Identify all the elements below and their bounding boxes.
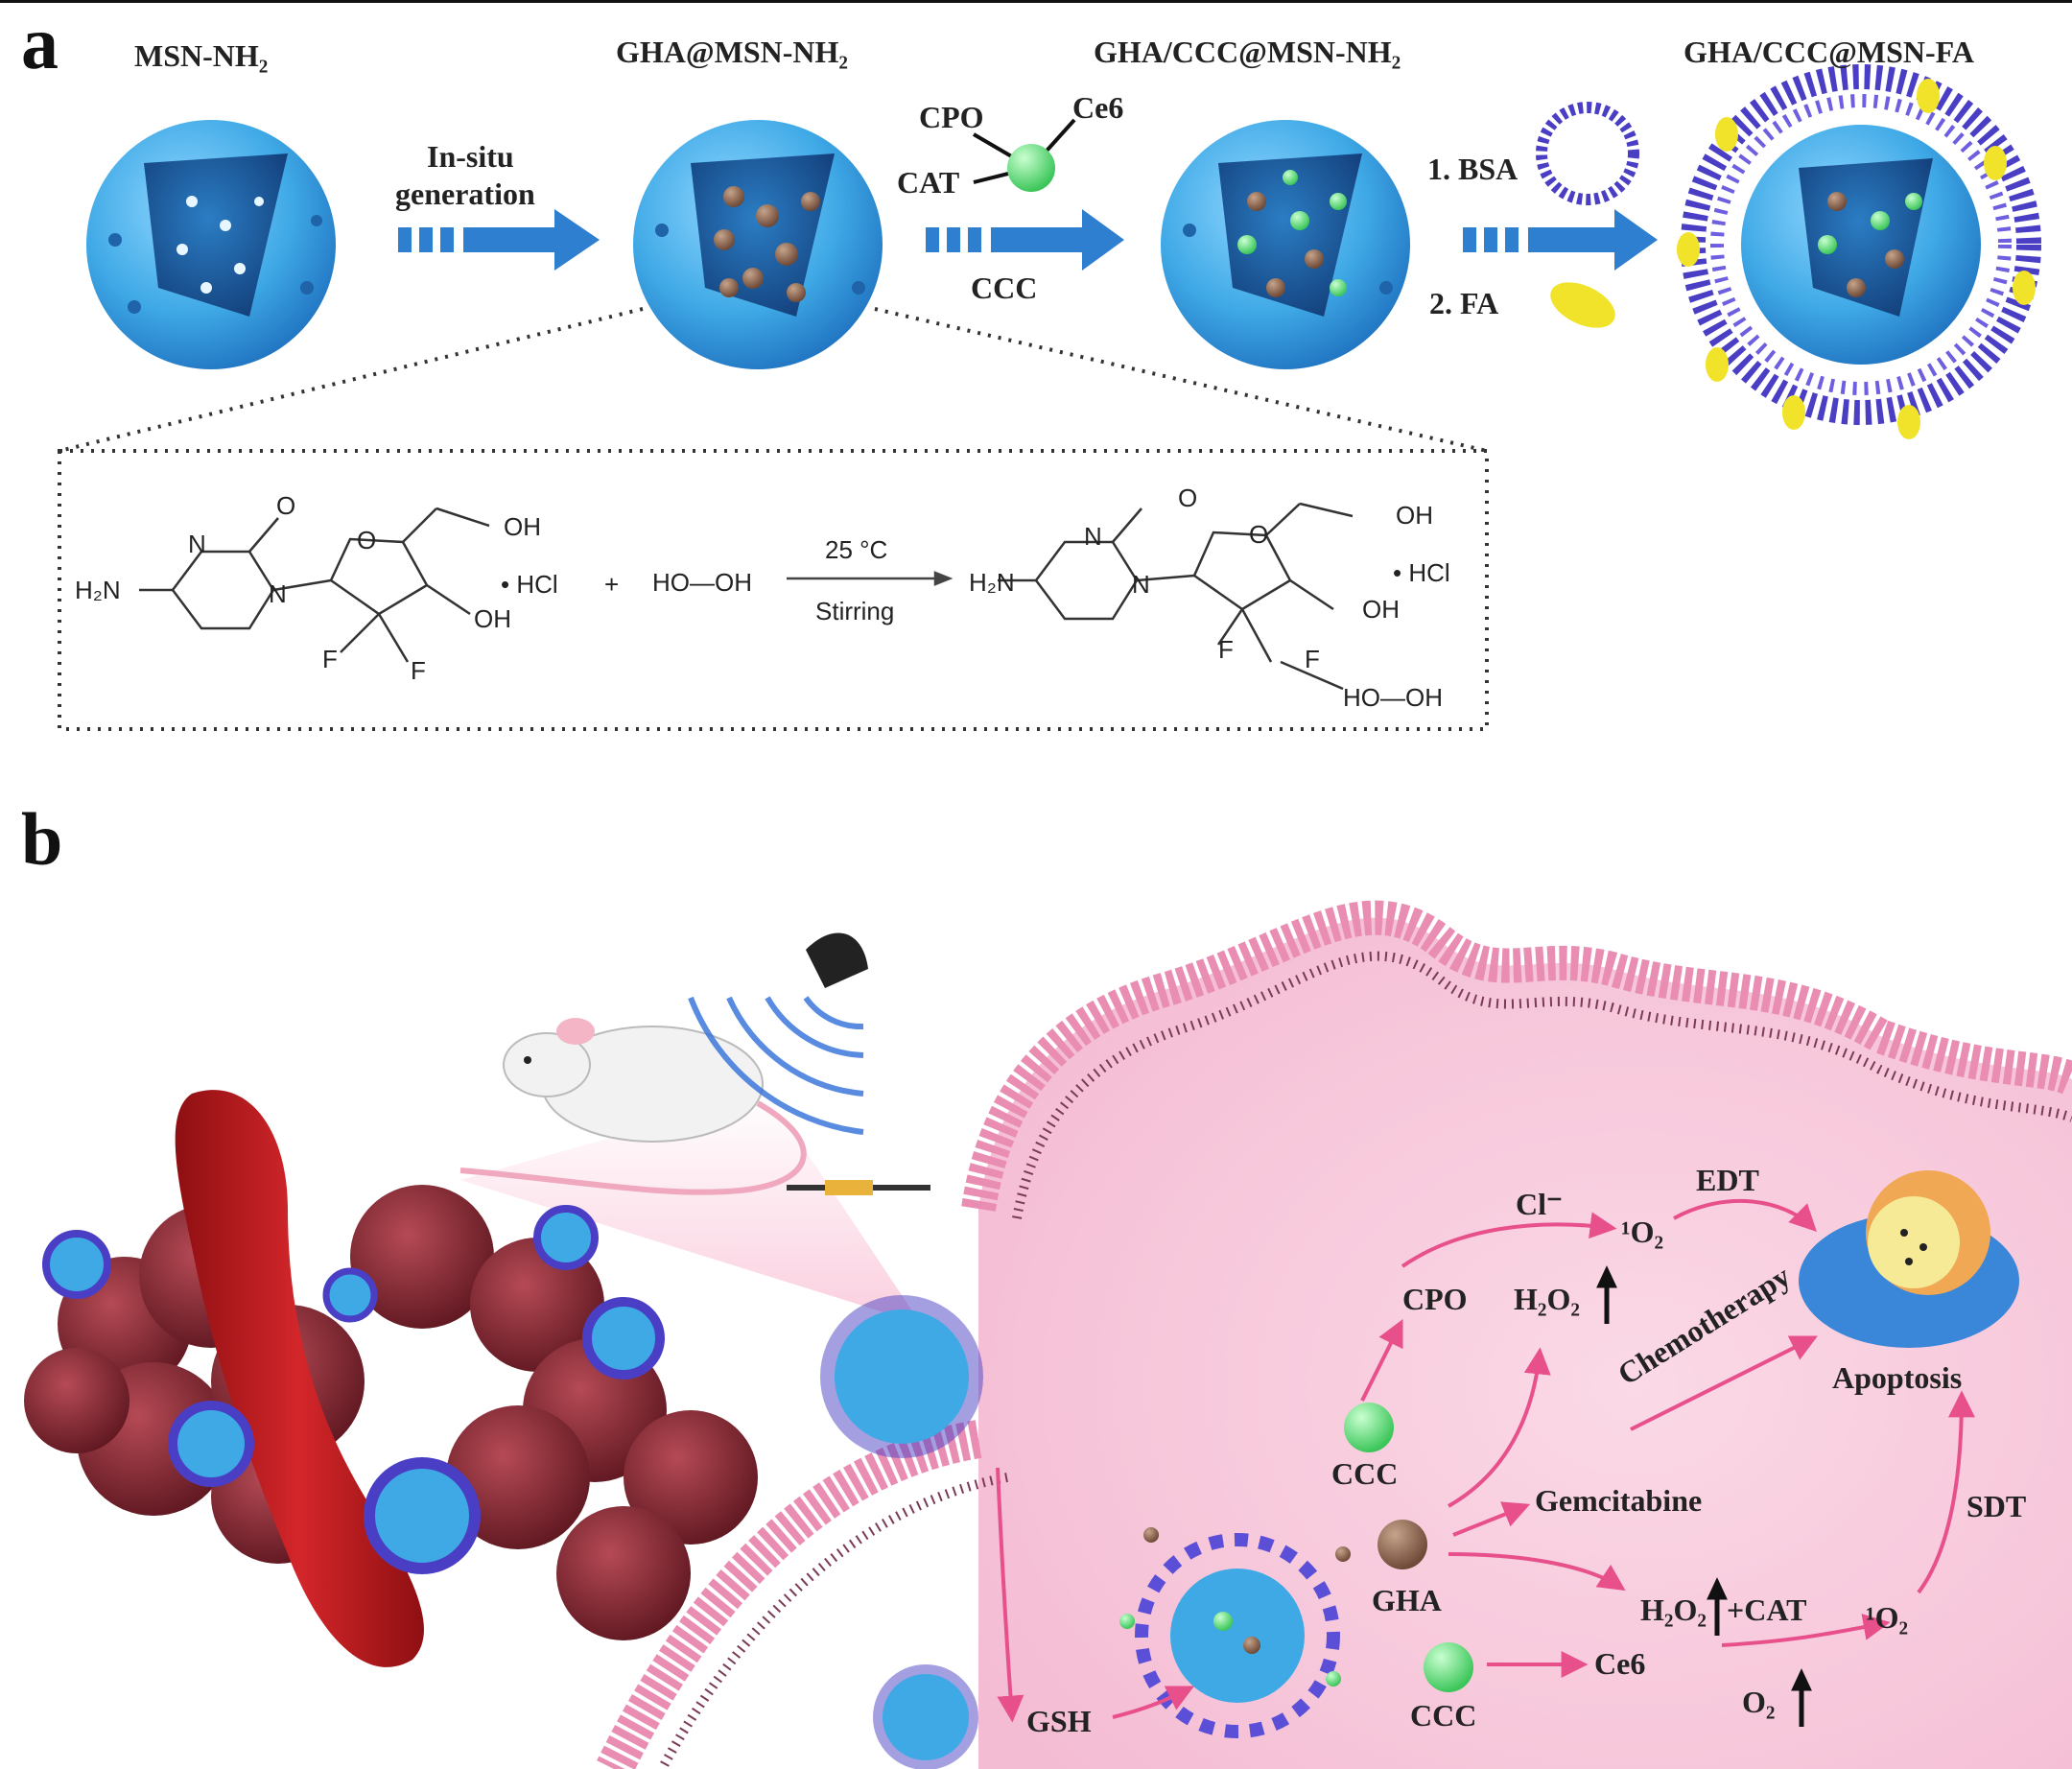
reactant-o-carbonyl: O: [276, 491, 296, 520]
nanoparticle-degrading: [1119, 1527, 1351, 1738]
mouse-illustration: [459, 1018, 807, 1195]
zoom-line-right: [874, 307, 1488, 453]
arrow-step1: [398, 209, 600, 271]
label-edt: EDT: [1696, 1163, 1759, 1197]
reactant-f1: F: [322, 645, 338, 673]
label-gha: GHA: [1372, 1583, 1442, 1617]
reactant-h2n: H₂N: [75, 576, 121, 604]
label-h2o2-top: H₂O₂: [1514, 1282, 1580, 1316]
msn-nh2-particle: [86, 120, 336, 369]
nanoparticle-endocytosed: [873, 1664, 978, 1769]
step3-label-fa: 2. FA: [1429, 286, 1499, 320]
arrow-step3: [1463, 209, 1658, 271]
gemcitabine-structure-right: [998, 502, 1354, 691]
bsa-ring-icon: [1536, 102, 1639, 205]
label-cpo: CPO: [1402, 1282, 1468, 1316]
label-h2o2-cat: H₂O₂: [1640, 1592, 1707, 1627]
step2-label-ccc: CCC: [971, 271, 1038, 305]
label-ccc-bottom: CCC: [1410, 1698, 1477, 1733]
reactant-peroxide: HO—OH: [652, 568, 752, 597]
panel-b-letter: b: [21, 797, 63, 881]
label-singlet-oxygen-bottom: ¹O₂: [1866, 1600, 1909, 1635]
product-f1: F: [1218, 635, 1234, 664]
nanoparticle-circulating-5: [168, 1401, 254, 1487]
reaction-plus: +: [604, 570, 620, 599]
gha-ccc-msn-particle: [1161, 120, 1410, 369]
product-o-carbonyl: O: [1178, 484, 1198, 512]
stage-label-gha-ccc-msn-fa: GHA/CCC@MSN-FA: [1684, 35, 1974, 69]
step2-label-ce6: Ce6: [1072, 90, 1124, 125]
label-plus-cat: +CAT: [1727, 1592, 1807, 1627]
panel-a-letter: a: [21, 1, 59, 84]
nanoparticle-circulating-1: [42, 1230, 111, 1299]
nanoparticle-entering-cell: [820, 1295, 983, 1458]
cancer-cell: [597, 900, 2072, 1769]
nanoparticle-circulating-2: [322, 1267, 378, 1323]
gha-molecule: [1377, 1520, 1427, 1569]
product-oh-secondary: OH: [1362, 595, 1400, 624]
syringe-icon: [787, 1180, 930, 1195]
label-chloride: Cl⁻: [1516, 1187, 1563, 1221]
reactant-hcl: • HCl: [501, 570, 558, 599]
reactant-n-ring: N: [269, 579, 287, 608]
label-singlet-oxygen-top: ¹O₂: [1621, 1215, 1664, 1249]
stage-label-msn-nh2: MSN-NH₂: [134, 38, 269, 73]
ccc-conjugate-icon: [972, 118, 1076, 192]
step1-label-line2: generation: [395, 177, 535, 211]
product-bound-peroxide: HO—OH: [1343, 683, 1443, 712]
reactant-oh-secondary: OH: [474, 604, 511, 633]
step2-label-cat: CAT: [897, 165, 960, 200]
product-o-ring: O: [1249, 520, 1269, 549]
product-oh-primary: OH: [1396, 501, 1433, 530]
step2-label-cpo: CPO: [919, 100, 984, 134]
increase-arrows: [1596, 1265, 1812, 1727]
apoptosis-cell-icon: [1799, 1170, 2019, 1348]
top-border-line: [0, 0, 2072, 3]
stage-label-gha-msn: GHA@MSN-NH₂: [616, 35, 849, 69]
product-n-top: N: [1084, 522, 1102, 551]
step1-label-line1: In-situ: [427, 139, 514, 174]
reactant-o-ring: O: [357, 526, 377, 554]
pathway-arrows: [996, 1198, 1975, 1723]
label-gsh: GSH: [1026, 1704, 1092, 1738]
product-f2: F: [1305, 645, 1320, 673]
condition-stirring: Stirring: [815, 597, 895, 625]
gha-ccc-msn-fa-particle: [1677, 64, 2041, 439]
arrow-step2: [926, 209, 1124, 271]
label-gemcitabine: Gemcitabine: [1535, 1483, 1703, 1518]
label-o2: O₂: [1742, 1685, 1776, 1719]
ultrasound-probe: [688, 932, 868, 1135]
label-ccc-top: CCC: [1331, 1456, 1399, 1491]
nanoparticle-circulating-3: [533, 1205, 599, 1270]
product-n-ring: N: [1132, 570, 1150, 599]
condition-temperature: 25 °C: [825, 535, 888, 564]
ccc-molecule-top: [1344, 1403, 1394, 1452]
nanoparticle-circulating-4: [582, 1297, 665, 1380]
reactant-oh-primary: OH: [504, 512, 541, 541]
gha-msn-particle: [633, 120, 883, 369]
label-sdt: SDT: [1966, 1489, 2027, 1523]
label-apoptosis: Apoptosis: [1832, 1360, 1963, 1395]
product-h2n: H₂N: [969, 568, 1015, 597]
reactant-f2: F: [411, 656, 426, 685]
label-ce6: Ce6: [1594, 1646, 1646, 1681]
blood-vessel: [175, 1090, 424, 1667]
stage-label-gha-ccc-msn: GHA/CCC@MSN-NH₂: [1094, 35, 1401, 69]
nanoparticle-circulating-6: [364, 1457, 481, 1574]
ccc-molecule-bottom: [1424, 1642, 1473, 1692]
product-hcl: • HCl: [1393, 558, 1450, 587]
step3-label-bsa: 1. BSA: [1427, 152, 1519, 186]
reaction-box: [58, 449, 1489, 731]
gemcitabine-structure-left: [139, 507, 954, 663]
fa-pill-icon: [1550, 282, 1615, 328]
reactant-n-top: N: [188, 530, 206, 558]
